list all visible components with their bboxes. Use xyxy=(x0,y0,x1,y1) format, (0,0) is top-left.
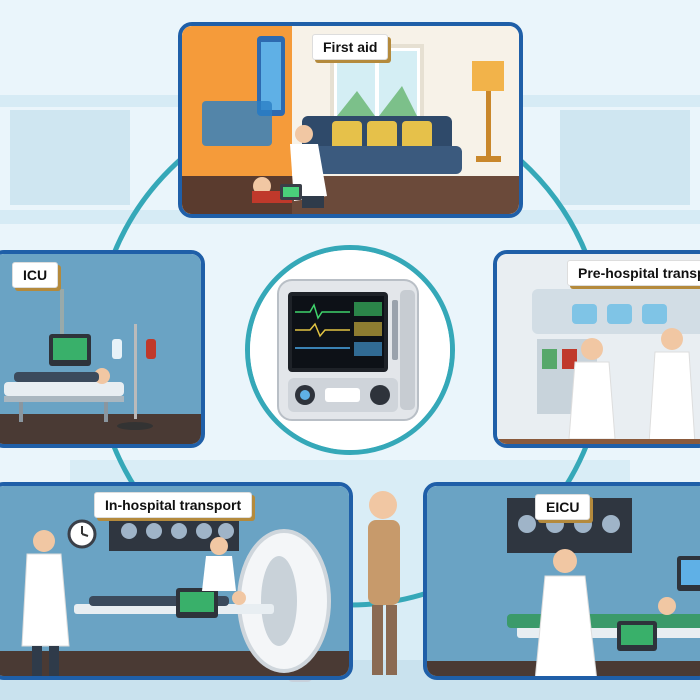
wall-screen xyxy=(202,36,285,146)
first-aid-illustration xyxy=(182,26,519,214)
nurse-icon xyxy=(202,537,236,591)
scene-pre-hospital[interactable]: Pre-hospital transport xyxy=(493,250,700,448)
scene-label-icu: ICU xyxy=(12,262,59,288)
scene-label-pre-hospital: Pre-hospital transport xyxy=(567,260,700,286)
patient-monitor-icon xyxy=(280,184,302,200)
center-monitor-device xyxy=(245,245,455,455)
doctor-icon xyxy=(534,549,597,676)
scene-icu[interactable]: ICU xyxy=(0,250,205,448)
scene-first-aid[interactable]: First aid xyxy=(178,22,523,218)
clock-icon xyxy=(67,519,97,549)
scene-label-eicu: EICU xyxy=(535,494,591,520)
icu-illustration xyxy=(0,254,201,444)
nurse-icon xyxy=(648,328,696,444)
doctor-icon xyxy=(21,530,70,676)
scene-in-hospital-transport[interactable]: In-hospital transport xyxy=(0,482,353,680)
iv-drip-icon xyxy=(112,324,156,430)
lamp-icon xyxy=(472,61,504,162)
ct-scanner-icon xyxy=(237,529,331,673)
patient-monitor-icon xyxy=(49,289,91,366)
sofa-icon xyxy=(292,116,462,174)
patient-bed-icon xyxy=(4,368,124,422)
patient-monitor-icon xyxy=(176,588,218,618)
visitor-figure xyxy=(368,491,400,675)
patient-monitor-icon xyxy=(617,556,700,651)
patient-monitor-icon xyxy=(250,250,450,450)
scene-label-in-hospital-transport: In-hospital transport xyxy=(94,492,253,518)
scene-eicu[interactable]: EICU xyxy=(423,482,700,680)
pre-hospital-illustration xyxy=(497,254,700,444)
in-hospital-illustration xyxy=(0,486,349,676)
scene-label-first-aid: First aid xyxy=(312,34,389,60)
